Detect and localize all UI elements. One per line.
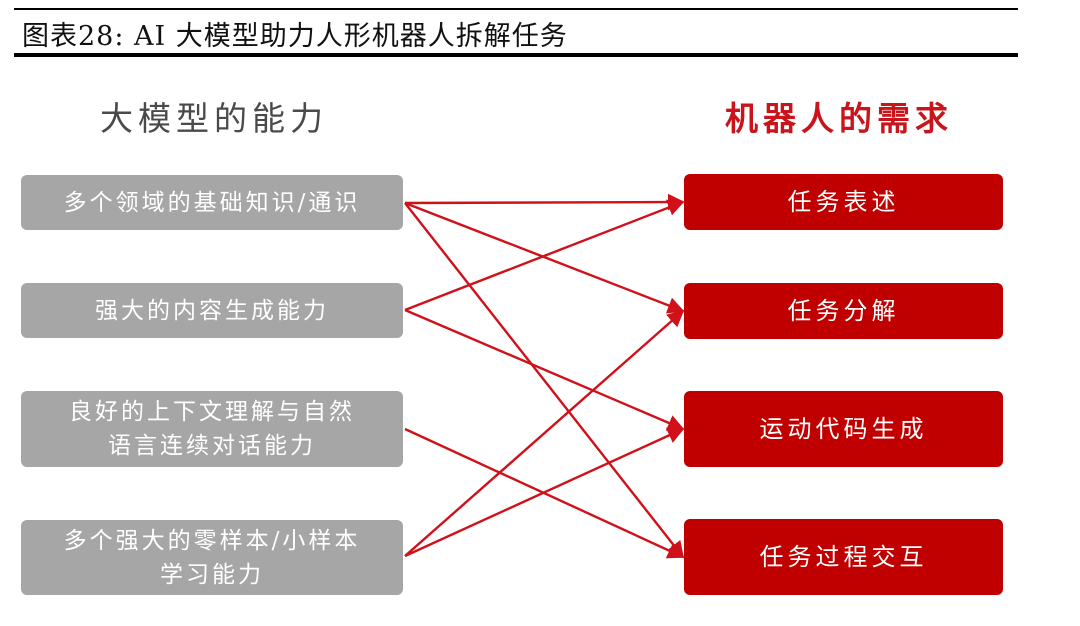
arrow-0-to-0 [404,193,685,211]
arrow-2-to-3 [404,427,685,559]
need-box-motion-code-generation: 运动代码生成 [684,391,1003,467]
capability-box-zero-few-shot: 多个强大的零样本/小样本 学习能力 [21,520,403,595]
capability-box-general-knowledge: 多个领域的基础知识/通识 [21,175,403,230]
top-rule [14,8,1018,10]
capabilities-header: 大模型的能力 [100,99,328,138]
capability-box-content-generation: 强大的内容生成能力 [21,283,403,338]
arrow-0-to-3 [404,202,685,559]
arrow-1-to-0 [404,199,685,312]
needs-header: 机器人的需求 [725,99,953,138]
capability-box-context-dialogue: 良好的上下文理解与自然 语言连续对话能力 [21,391,403,467]
arrow-0-to-1 [404,201,685,314]
need-box-task-decomposition: 任务分解 [684,283,1003,339]
arrow-3-to-1 [404,309,685,557]
need-box-task-description: 任务表述 [684,174,1003,230]
arrow-1-to-2 [404,308,685,431]
figure-title: 图表28: AI 大模型助力人形机器人拆解任务 [22,21,568,52]
arrow-3-to-2 [404,427,685,558]
need-box-task-process-interaction: 任务过程交互 [684,519,1003,595]
title-rule [14,53,1018,57]
